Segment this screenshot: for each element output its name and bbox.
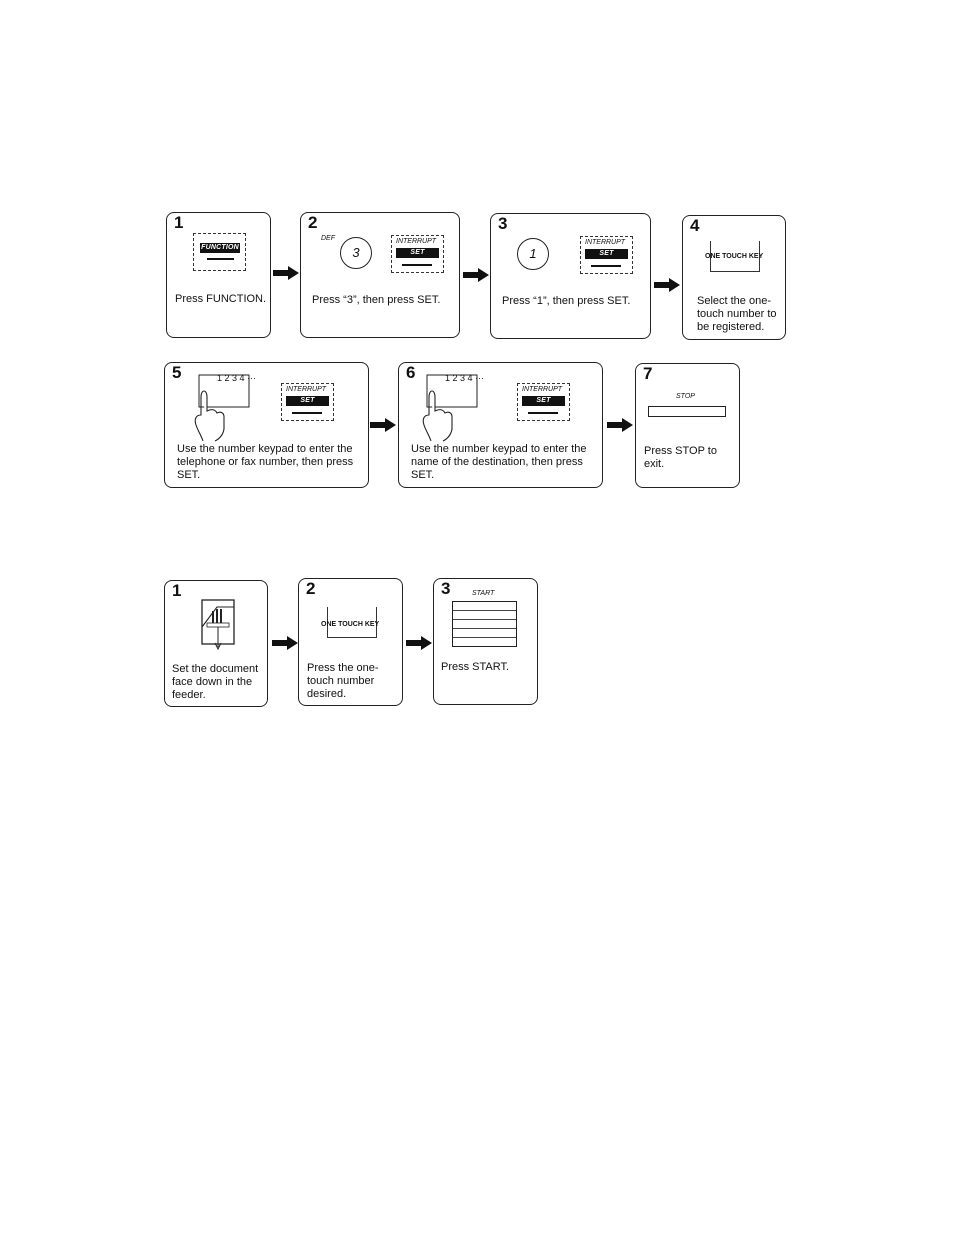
hand-pressing-keypad-icon (194, 374, 250, 442)
one-touch-key-frame (327, 607, 377, 638)
start-key (452, 601, 517, 647)
digit: 3 (352, 245, 360, 260)
set-key: SET (585, 249, 628, 259)
set-key-frame (517, 383, 570, 421)
right-arrow-icon (370, 418, 396, 432)
right-arrow-icon (406, 636, 432, 650)
one-touch-key-label: ONE TOUCH KEY (321, 621, 380, 628)
step-number: 4 (690, 216, 700, 235)
step-number: 3 (441, 579, 451, 598)
right-arrow-icon (272, 636, 298, 650)
step-number: 6 (406, 363, 416, 382)
s1-step-4-panel: 4 ONE TOUCH KEY Select the one-touch num… (682, 215, 786, 340)
step-caption: Press FUNCTION. (175, 293, 267, 305)
key-bar (207, 258, 234, 260)
step-number: 1 (174, 213, 184, 232)
s1-step-6-panel: 6 1 2 3 4 ··· INTERRUPT SET Use the numb… (398, 362, 603, 488)
stop-key (648, 406, 726, 417)
def-label: DEF (321, 235, 335, 242)
set-key: SET (522, 396, 565, 406)
s1-step-3-panel: 3 1 INTERRUPT SET Press “1”, then press … (490, 213, 651, 339)
step-number: 3 (498, 214, 508, 233)
step-number: 1 (172, 581, 182, 600)
right-arrow-icon (607, 418, 633, 432)
step-number: 5 (172, 363, 182, 382)
s2-step-3-panel: 3 START Press START. (433, 578, 538, 705)
step-caption: Press START. (441, 661, 510, 673)
s1-step-1-panel: 1 FUNCTION Press FUNCTION. (166, 212, 271, 338)
interrupt-label: INTERRUPT (286, 386, 327, 393)
step-number: 2 (306, 579, 316, 598)
one-touch-key-label: ONE TOUCH KEY (705, 253, 764, 260)
step-number: 2 (308, 213, 318, 232)
step-caption: Use the number keypad to enter the telep… (177, 443, 354, 481)
s1-step-7-panel: 7 STOP Press STOP to exit. (635, 363, 740, 488)
key-bar (402, 264, 432, 266)
keypad-digits: 1 2 3 4 ··· (445, 373, 485, 383)
step-caption: Select the one-touch number to be regist… (697, 295, 777, 333)
step-caption: Use the number keypad to enter the name … (411, 443, 587, 481)
function-key: FUNCTION (200, 243, 240, 253)
digit-key-3: 3 (340, 237, 372, 269)
key-bar (292, 412, 322, 414)
function-key-frame (193, 233, 246, 271)
key-bar (528, 412, 558, 414)
document-feeder-icon (201, 599, 235, 651)
hand-pressing-keypad-icon (422, 374, 478, 442)
step-caption: Press “1”, then press SET. (502, 295, 631, 307)
set-key-frame (391, 235, 444, 273)
step-caption: Press “3”, then press SET. (312, 294, 441, 306)
stop-label: STOP (676, 393, 695, 400)
interrupt-label: INTERRUPT (522, 386, 563, 393)
right-arrow-icon (273, 266, 299, 280)
set-key: SET (286, 396, 329, 406)
set-key: SET (396, 248, 439, 258)
s1-step-2-panel: 2 DEF 3 INTERRUPT SET Press “3”, then pr… (300, 212, 460, 338)
s2-step-2-panel: 2 ONE TOUCH KEY Press the one-touch numb… (298, 578, 403, 706)
keypad-digits: 1 2 3 4 ··· (217, 373, 257, 383)
right-arrow-icon (654, 278, 680, 292)
interrupt-label: INTERRUPT (585, 239, 626, 246)
step-number: 7 (643, 364, 653, 383)
interrupt-label: INTERRUPT (396, 238, 437, 245)
step-caption: Set the document face down in the feeder… (172, 663, 259, 701)
s1-step-5-panel: 5 1 2 3 4 ··· INTERRUPT SET Use the numb… (164, 362, 369, 488)
key-bar (591, 265, 621, 267)
start-label: START (472, 590, 495, 597)
step-caption: Press STOP to exit. (644, 445, 717, 470)
digit: 1 (529, 246, 537, 261)
set-key-frame (580, 236, 633, 274)
step-caption: Press the one-touch number desired. (307, 662, 379, 700)
s2-step-1-panel: 1 Set the document face down in the feed… (164, 580, 268, 707)
right-arrow-icon (463, 268, 489, 282)
set-key-frame (281, 383, 334, 421)
digit-key-1: 1 (517, 238, 549, 270)
one-touch-key-frame (710, 241, 760, 272)
